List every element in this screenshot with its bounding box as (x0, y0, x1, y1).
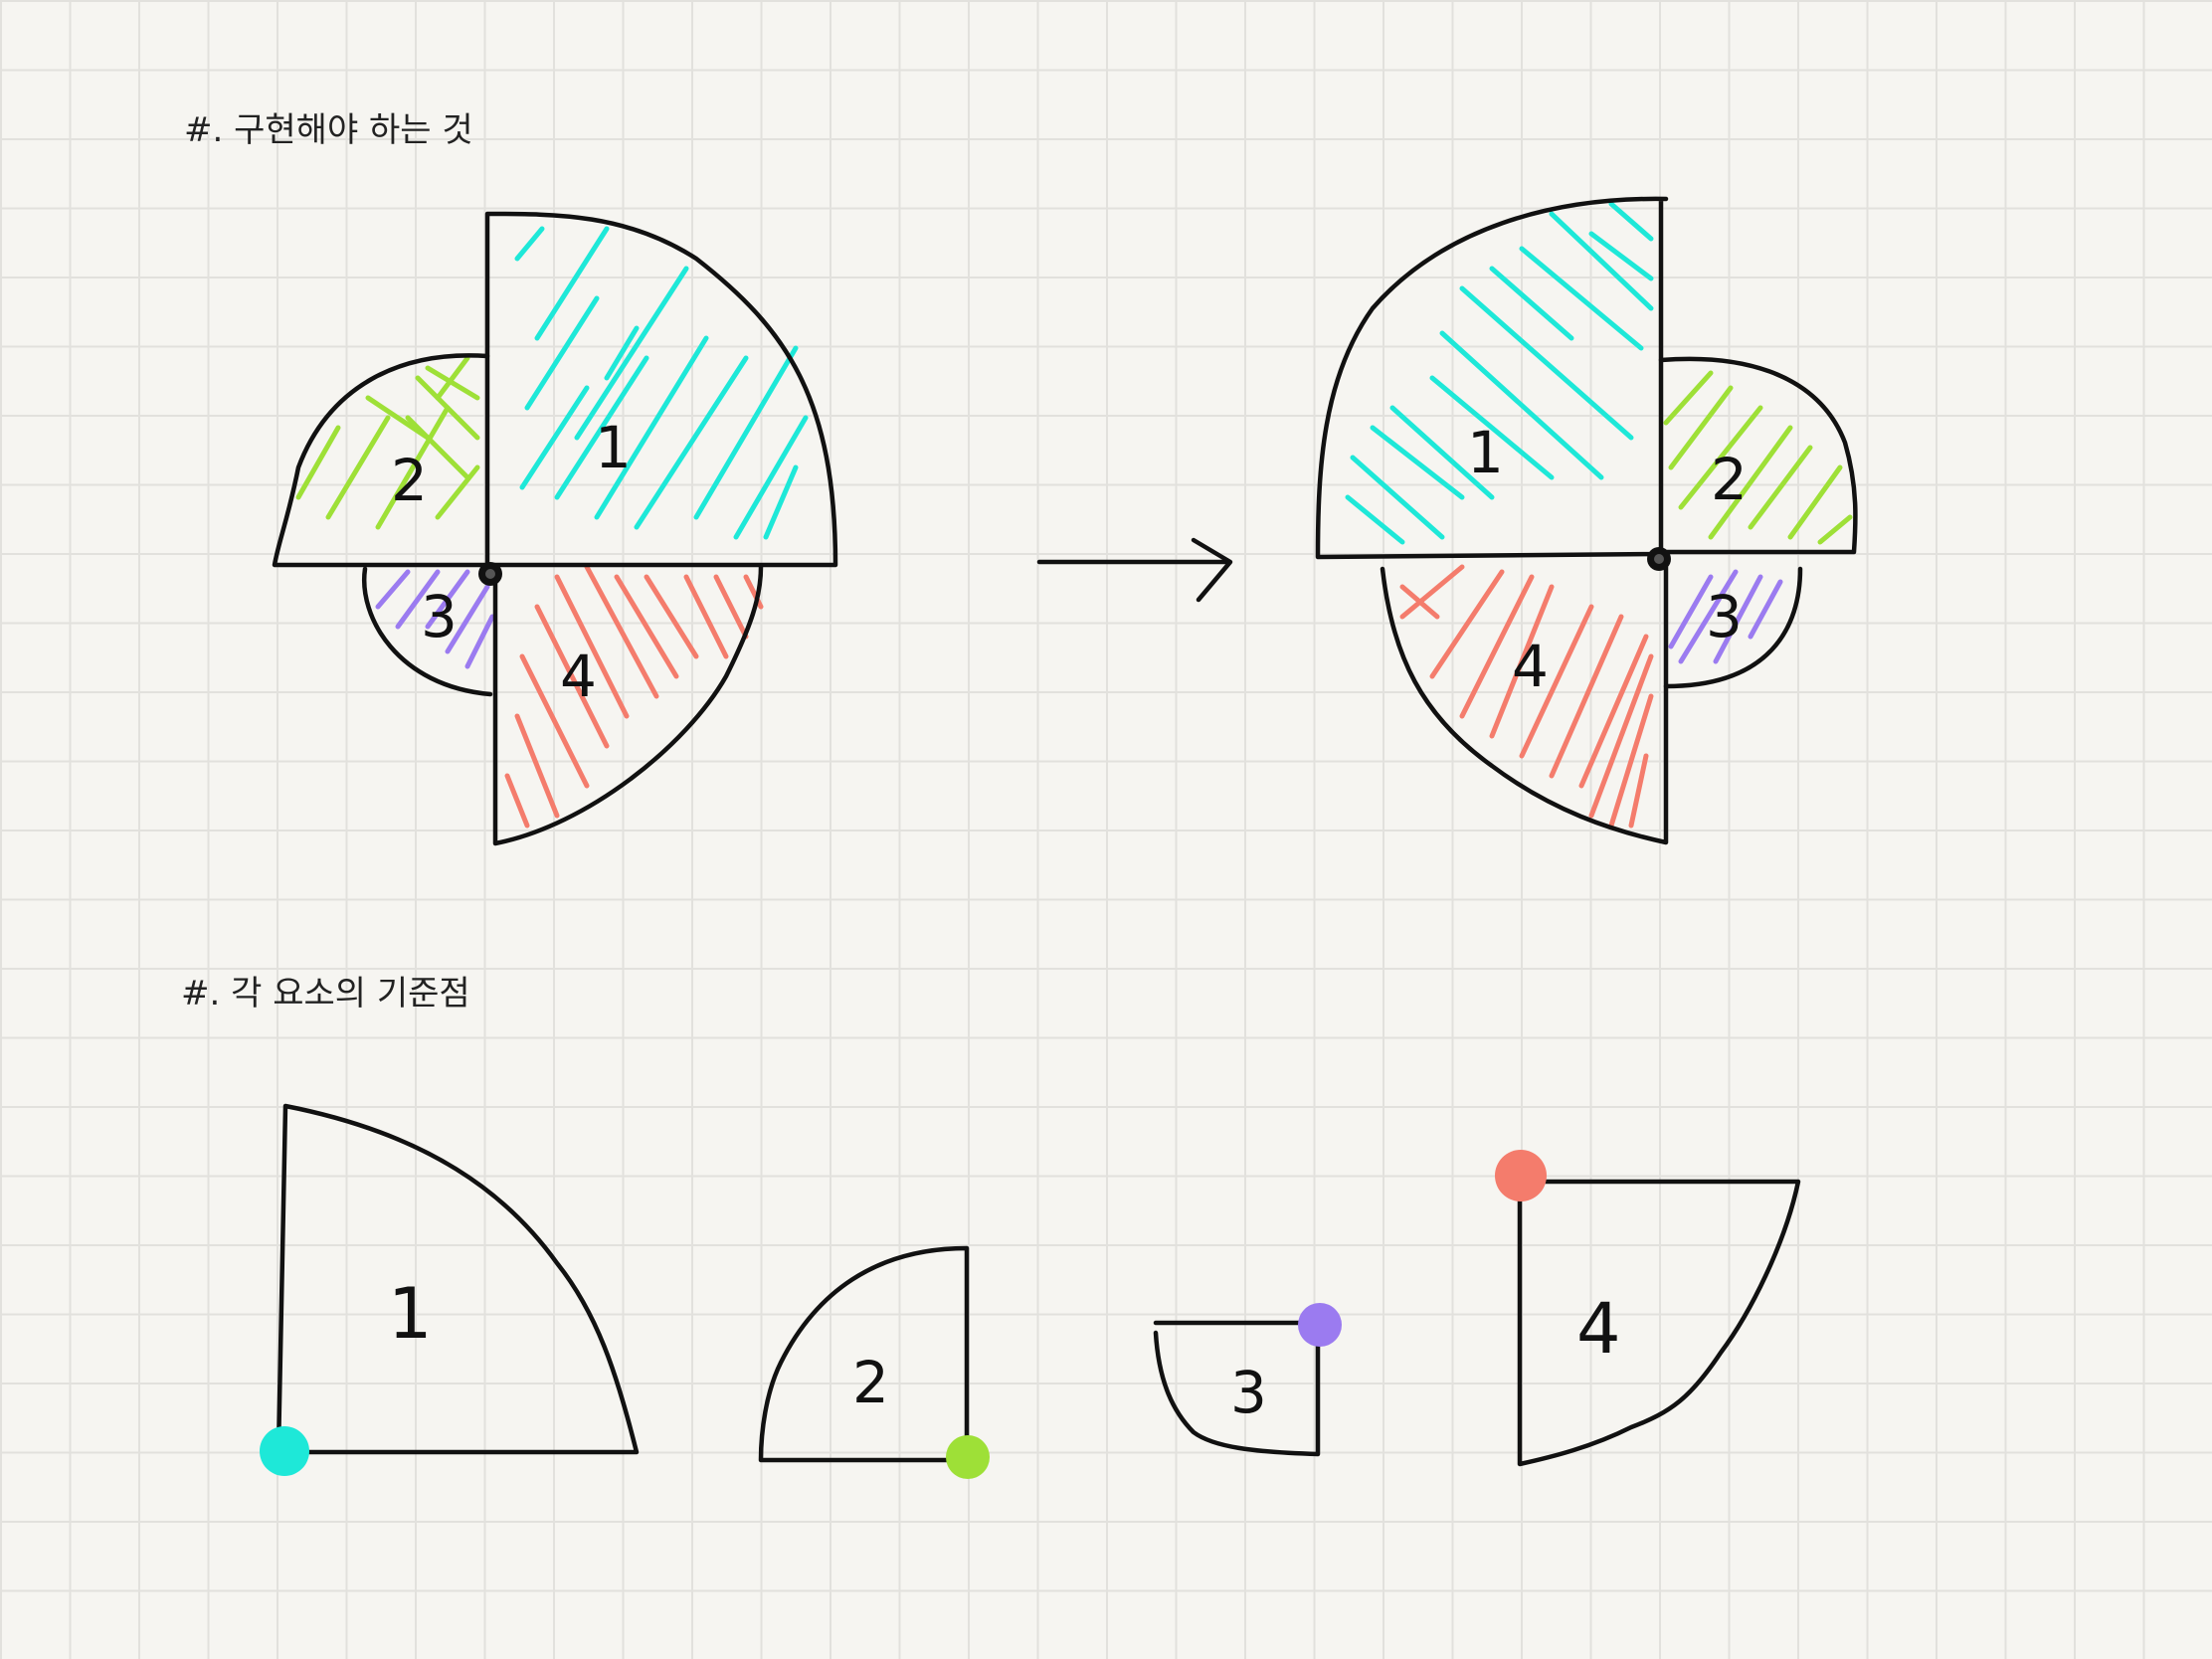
hatch-shape-1-left (514, 226, 809, 540)
target-layout: 1 2 3 4 (1315, 196, 1858, 845)
shape-1-outline-right (1315, 196, 1669, 560)
piece-label-2: 2 (852, 1349, 889, 1416)
anchor-point-1 (260, 1426, 309, 1476)
hatch-shape-4-right (1399, 564, 1654, 829)
piece-2-outline (758, 1245, 970, 1463)
shape-4-outline-left (492, 564, 764, 846)
label-3-left: 3 (421, 583, 458, 650)
piece-4-outline (1517, 1179, 1801, 1467)
shape-2-outline-right (1658, 356, 1858, 555)
anchor-point-2 (946, 1435, 990, 1479)
anchor-diagrams: 1 2 3 4 (260, 1103, 1801, 1479)
shape-3-outline-left (361, 566, 493, 697)
hatch-shape-3-left (375, 569, 495, 669)
label-2-left: 2 (391, 447, 428, 514)
anchor-point-4 (1495, 1150, 1547, 1201)
hatch-shape-1-right (1345, 201, 1654, 545)
hatch-shape-2-left (295, 355, 480, 530)
piece-3-outline (1153, 1320, 1321, 1457)
title-anchor-points: #. 각 요소의 기준점 (181, 974, 470, 1014)
label-4-right: 4 (1512, 633, 1549, 700)
current-layout: 1 2 3 4 (272, 211, 838, 846)
label-1-left: 1 (595, 414, 632, 481)
transform-arrow (1036, 537, 1233, 603)
piece-label-4: 4 (1576, 1288, 1621, 1370)
shape-3-outline-right (1663, 566, 1803, 689)
piece-1-outline (276, 1103, 640, 1455)
piece-label-3: 3 (1230, 1359, 1267, 1426)
anchor-point-3 (1298, 1303, 1342, 1347)
hatch-shape-2-right (1663, 370, 1853, 545)
shape-2-outline-left (272, 353, 490, 568)
shape-1-outline-left (484, 211, 838, 568)
title-what-to-implement: #. 구현해야 하는 것 (184, 110, 473, 150)
piece-label-1: 1 (388, 1273, 433, 1355)
label-3-right: 3 (1706, 583, 1743, 650)
label-4-left: 4 (560, 643, 597, 710)
shape-4-outline-right (1380, 564, 1669, 845)
label-1-right: 1 (1467, 419, 1504, 486)
hatch-shape-3-right (1668, 569, 1783, 664)
label-2-right: 2 (1711, 446, 1748, 513)
hatch-shape-4-left (504, 564, 764, 829)
